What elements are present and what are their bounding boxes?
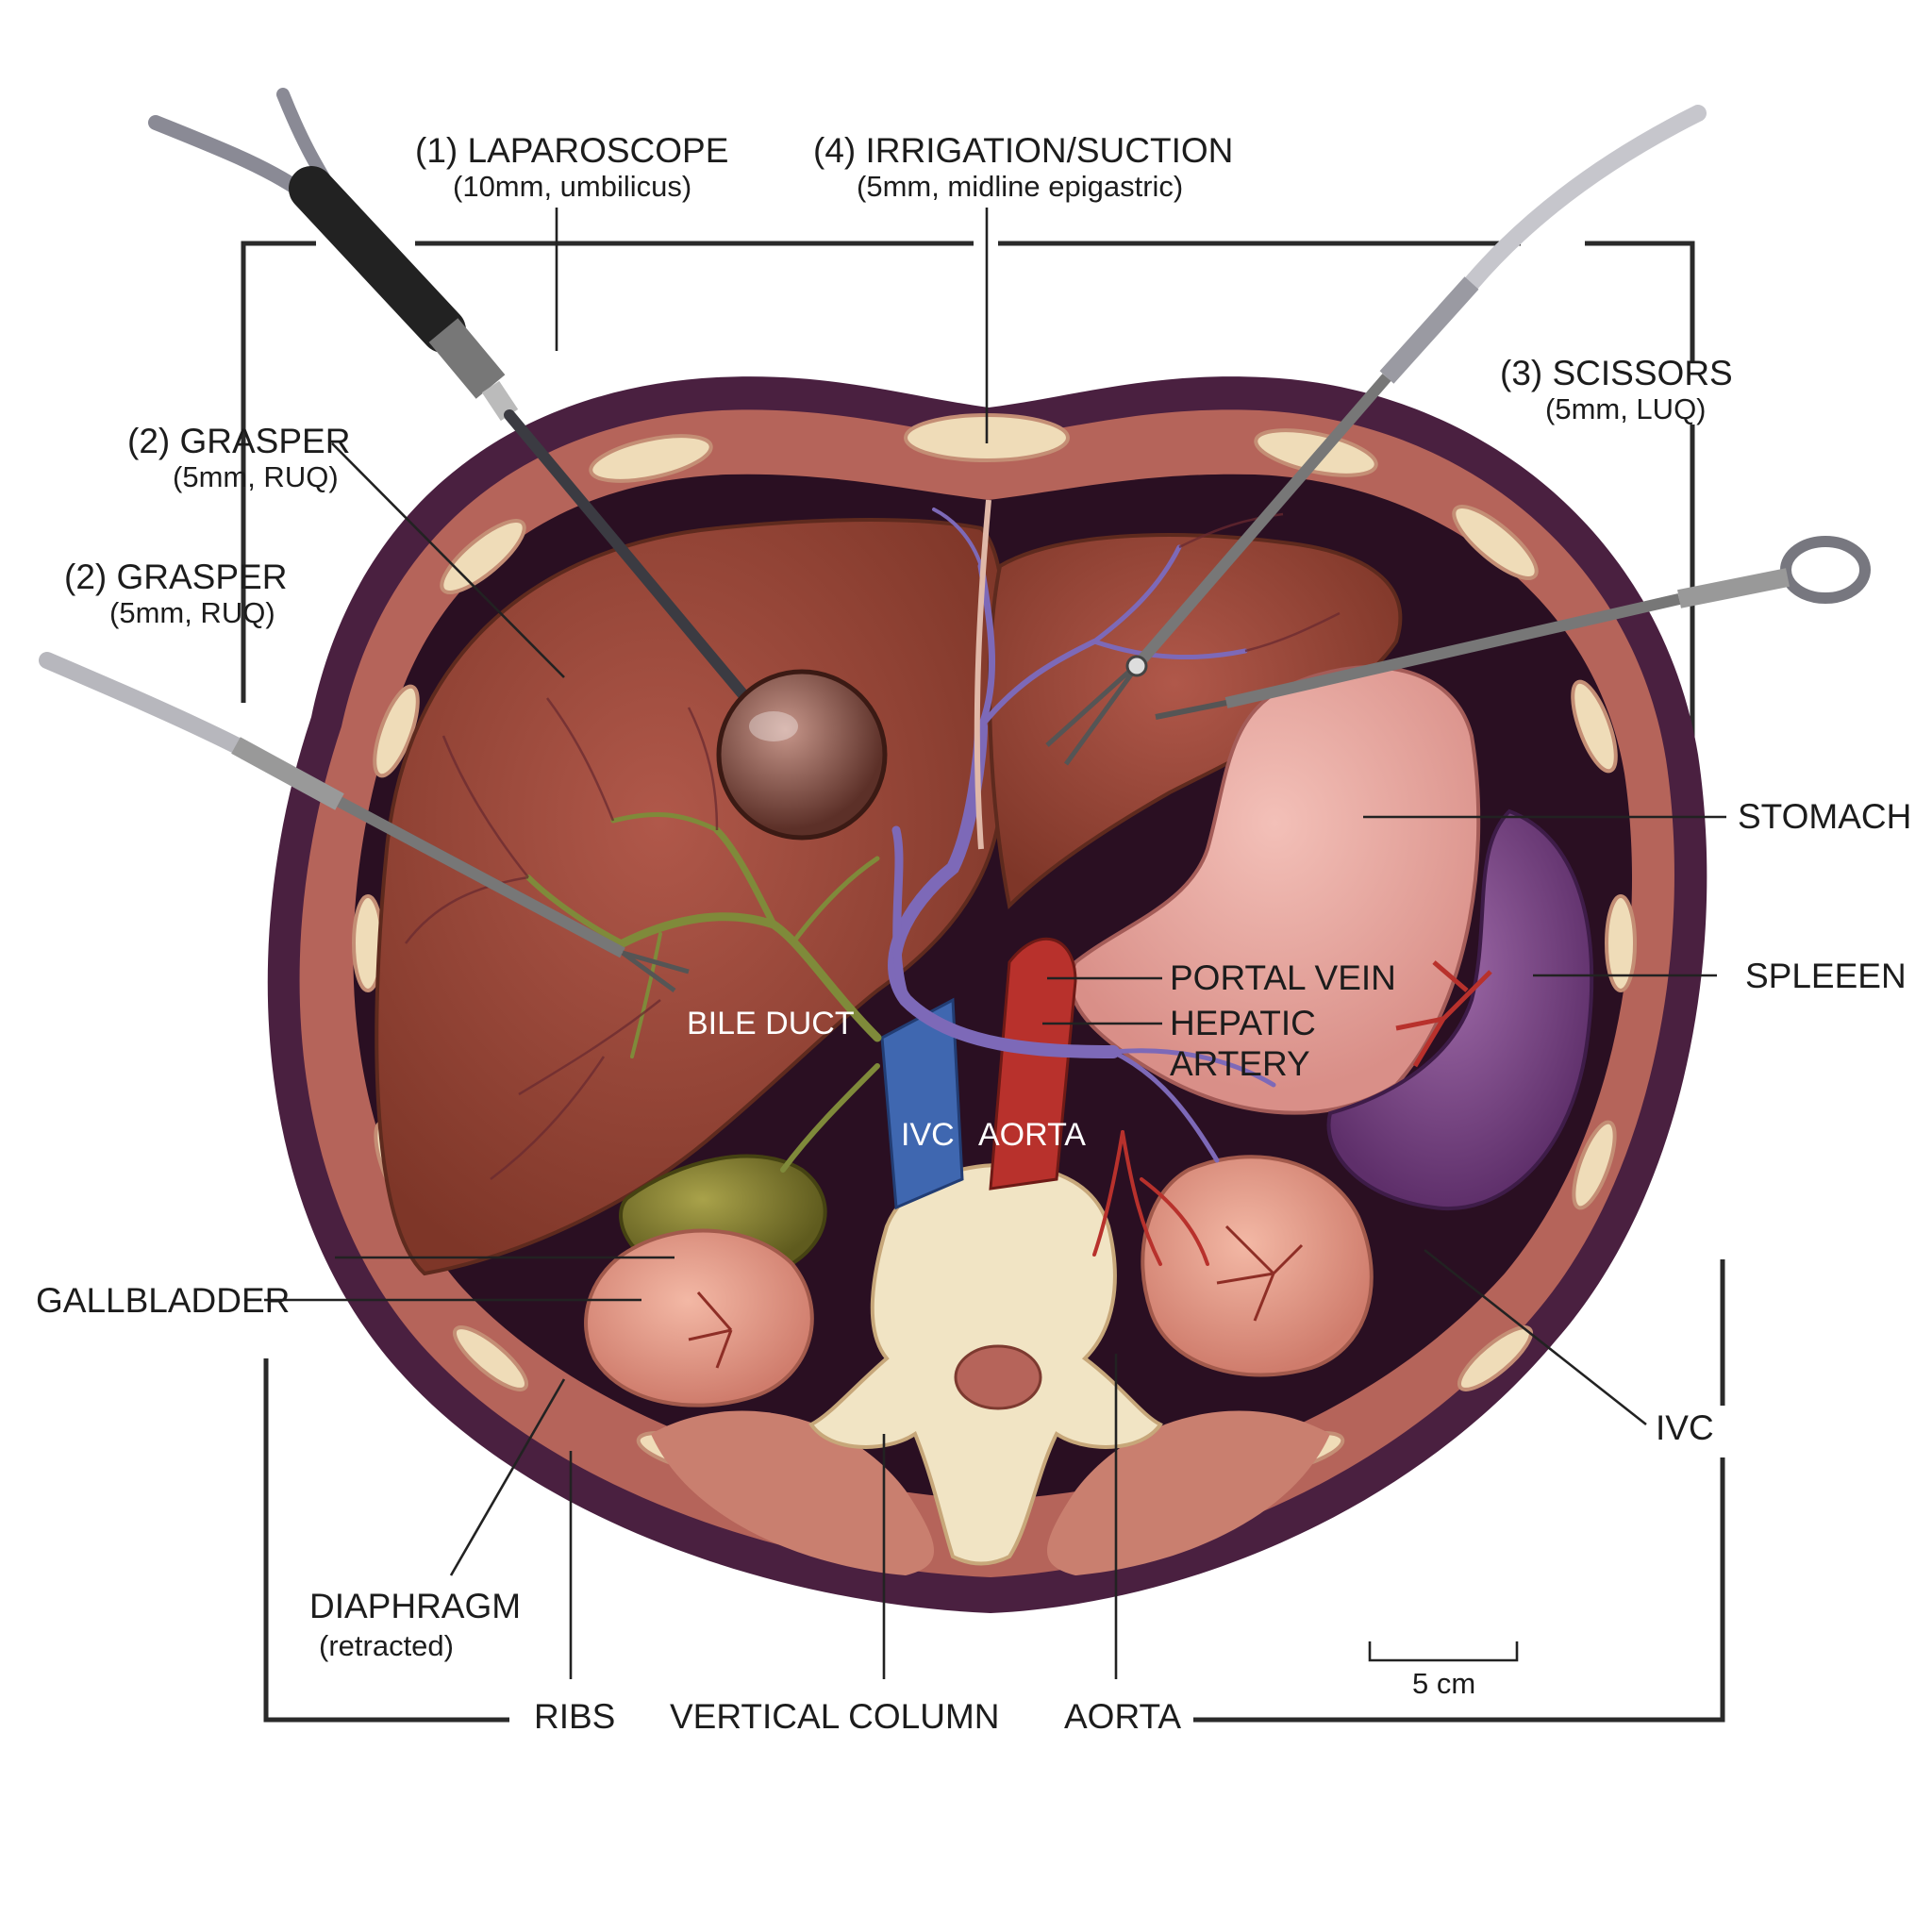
scissors-label: (3) SCISSORS — [1500, 354, 1733, 392]
ribs — [352, 413, 1637, 1475]
irrigation-detail: (5mm, midline epigastric) — [857, 170, 1183, 203]
aorta-bottom-label: AORTA — [1064, 1697, 1181, 1736]
diaphragm-label: DIAPHRAGM — [309, 1587, 521, 1625]
spleen — [1326, 808, 1594, 1211]
irrigation-label: (4) IRRIGATION/SUCTION — [813, 131, 1233, 170]
stomach-label: STOMACH — [1738, 797, 1911, 836]
grasper-upper-label: (2) GRASPER — [127, 422, 350, 460]
hepatic-artery-label-line2: ARTERY — [1170, 1044, 1310, 1083]
grasper-lower-label: (2) GRASPER — [64, 558, 287, 596]
laparoscopic-instruments — [39, 88, 1871, 993]
left-kidney — [1141, 1155, 1374, 1377]
diaphragm-detail: (retracted) — [319, 1629, 454, 1662]
scissors-instrument — [1045, 105, 1707, 766]
liver-vessel-network — [405, 512, 1341, 1180]
splenic-vessels — [1395, 960, 1492, 1068]
portal-vein-tree — [888, 508, 1276, 1163]
hepatic-artery-branches — [1092, 1130, 1209, 1266]
spleen-label: SPLEEEN — [1745, 957, 1907, 995]
vertebra — [808, 1162, 1163, 1566]
portal-vein-label: PORTAL VEIN — [1170, 958, 1396, 997]
falciform-ligament — [974, 499, 991, 850]
laparoscope-label: (1) LAPAROSCOPE — [415, 131, 728, 170]
right-kidney-vessels — [688, 1291, 733, 1369]
aorta-inner-label: AORTA — [978, 1117, 1086, 1153]
paraspinal-muscles-right — [1047, 1410, 1330, 1575]
laparoscope — [148, 88, 888, 841]
left-kidney-vessels — [1216, 1224, 1304, 1322]
laparoscope-lens — [716, 669, 888, 841]
right-kidney — [584, 1228, 814, 1407]
diagram-labels: (1) LAPAROSCOPE (10mm, umbilicus) (4) IR… — [36, 131, 1911, 1736]
scale-bar-label: 5 cm — [1412, 1667, 1475, 1700]
laparoscope-detail: (10mm, umbilicus) — [453, 170, 691, 203]
gallbladder-label: GALLBLADDER — [36, 1281, 290, 1320]
stomach — [1069, 665, 1481, 1115]
paraspinal-muscles — [651, 1410, 934, 1575]
hepatic-artery-label-line1: HEPATIC — [1170, 1004, 1316, 1042]
ivc-inner-label: IVC — [901, 1117, 955, 1153]
aorta — [989, 937, 1077, 1191]
bile-duct-tree — [525, 812, 882, 1173]
leader-lines — [264, 208, 1726, 1679]
bile-duct-label: BILE DUCT — [687, 1006, 855, 1041]
grasper-lower-detail: (5mm, RUQ) — [109, 596, 275, 629]
grasper-upper-detail: (5mm, RUQ) — [173, 460, 339, 493]
vertical-column-label: VERTICAL COLUMN — [670, 1697, 1000, 1736]
grasper-upper-instrument — [39, 652, 690, 993]
scissors-detail: (5mm, LUQ) — [1545, 392, 1707, 425]
ivc-outer-label: IVC — [1656, 1408, 1714, 1447]
irrigation-suction-instrument — [1155, 536, 1871, 720]
ribs-label: RIBS — [534, 1697, 615, 1736]
